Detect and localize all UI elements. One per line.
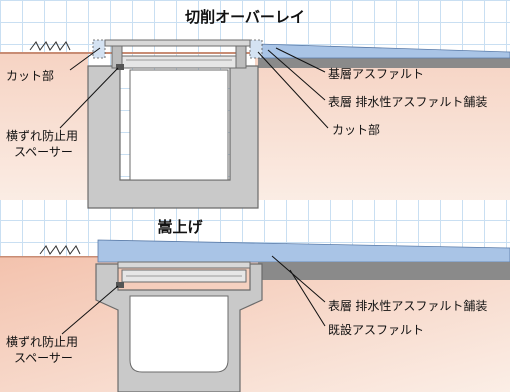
top-spacer — [116, 64, 124, 70]
bottom-channel — [129, 295, 229, 373]
bottom-diagram: 嵩上げ 表層 排水性アスファルト舗装 既設アスファルト 横ずれ防止用 スペーサー — [0, 218, 510, 392]
bottom-leaders — [61, 255, 326, 335]
top-label-cut-right: カット部 — [332, 122, 380, 137]
top-label-base-asphalt: 基層アスファルト — [328, 67, 424, 81]
top-label-surface-asphalt: 表層 排水性アスファルト舗装 — [328, 95, 487, 109]
bottom-ground-hatch — [39, 245, 81, 255]
bottom-surface-asphalt — [97, 239, 510, 263]
top-surface-asphalt — [257, 43, 510, 59]
top-cut-right — [249, 39, 263, 59]
top-diagram: 切削オーバーレイ — [0, 8, 510, 209]
bottom-spacer — [116, 282, 124, 288]
top-label-spacer-1: 横ずれ防止用 — [6, 128, 78, 143]
top-rim — [104, 39, 251, 47]
top-label-spacer-2: スペーサー — [14, 145, 73, 159]
bottom-label-spacer-2: スペーサー — [14, 351, 73, 365]
top-title: 切削オーバーレイ — [185, 8, 305, 26]
bottom-title: 嵩上げ — [157, 218, 203, 236]
bottom-label-spacer-1: 横ずれ防止用 — [6, 334, 78, 349]
bottom-label-surface-asphalt: 表層 排水性アスファルト舗装 — [328, 299, 487, 313]
bottom-label-existing-asphalt: 既設アスファルト — [328, 322, 424, 337]
top-label-cut-left: カット部 — [6, 68, 54, 83]
bottom-rim — [117, 261, 251, 269]
bottom-existing-asphalt — [258, 262, 510, 280]
top-rim-right — [235, 45, 247, 69]
top-channel — [129, 69, 229, 181]
top-leaders — [59, 47, 329, 129]
top-base-asphalt — [258, 58, 510, 68]
top-ground-hatch — [29, 41, 71, 51]
top-grating — [121, 55, 237, 69]
